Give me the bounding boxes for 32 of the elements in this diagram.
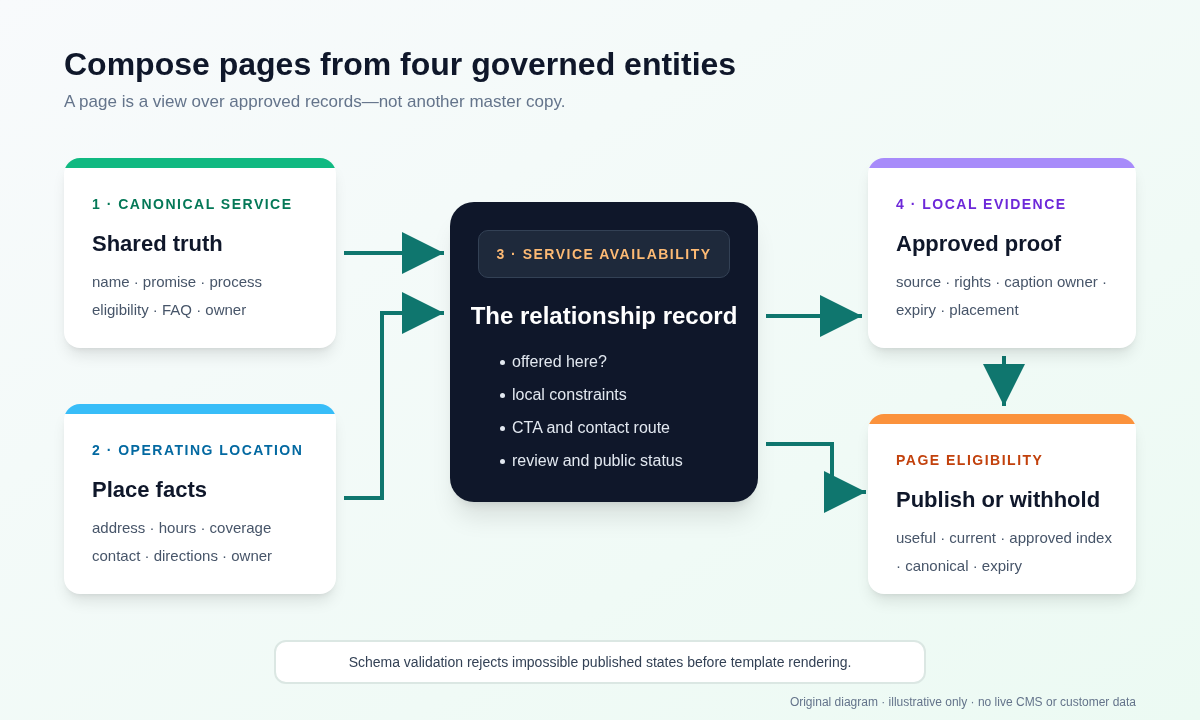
title: Compose pages from four governed entities	[64, 45, 737, 84]
arrow	[344, 292, 444, 500]
card-tag: 1 · CANONICAL SERVICE	[92, 194, 328, 215]
card-heading: Approved proof	[896, 230, 1062, 258]
record-card	[450, 202, 758, 502]
card-tag: 2 · OPERATING LOCATION	[92, 440, 328, 461]
card-body: useful · current · approved index · canonical · expiry	[896, 528, 1113, 576]
bullet-item: local constraints	[512, 385, 627, 405]
card-heading: Publish or withhold	[896, 486, 1102, 514]
note-box: Schema validation rejects impossible published states before template rendering.	[274, 640, 926, 684]
entity-card	[64, 404, 336, 594]
footer-note: Original diagram · illustrative only · no live CMS or customer data	[789, 694, 1136, 711]
card-body: name · promise · process eligibility · FAQ · owner	[92, 272, 264, 320]
card-heading: The relationship record	[470, 301, 738, 331]
card-body: address · hours · coverage contact · directions · owner	[92, 518, 274, 566]
card-tag: PAGE ELIGIBILITY	[896, 450, 1128, 471]
arrow	[983, 356, 1025, 406]
entity-card	[64, 158, 336, 348]
arrow	[766, 295, 862, 337]
entity-card	[868, 414, 1136, 594]
card-heading: Place facts	[92, 476, 208, 504]
card-heading: Shared truth	[92, 230, 224, 258]
card-body: source · rights · caption owner · expiry · placement	[896, 272, 1108, 320]
card-tag: 4 · LOCAL EVIDENCE	[896, 194, 1128, 215]
arrow	[344, 232, 444, 274]
bullet-item: offered here?	[512, 352, 607, 372]
bullet-item: review and public status	[512, 451, 683, 471]
subtitle: A page is a view over approved records—not another master copy.	[64, 91, 566, 113]
arrow	[766, 442, 866, 513]
entity-card	[868, 158, 1136, 348]
card-tag: 3 · SERVICE AVAILABILITY	[478, 230, 730, 278]
bullet-item: CTA and contact route	[512, 418, 670, 438]
